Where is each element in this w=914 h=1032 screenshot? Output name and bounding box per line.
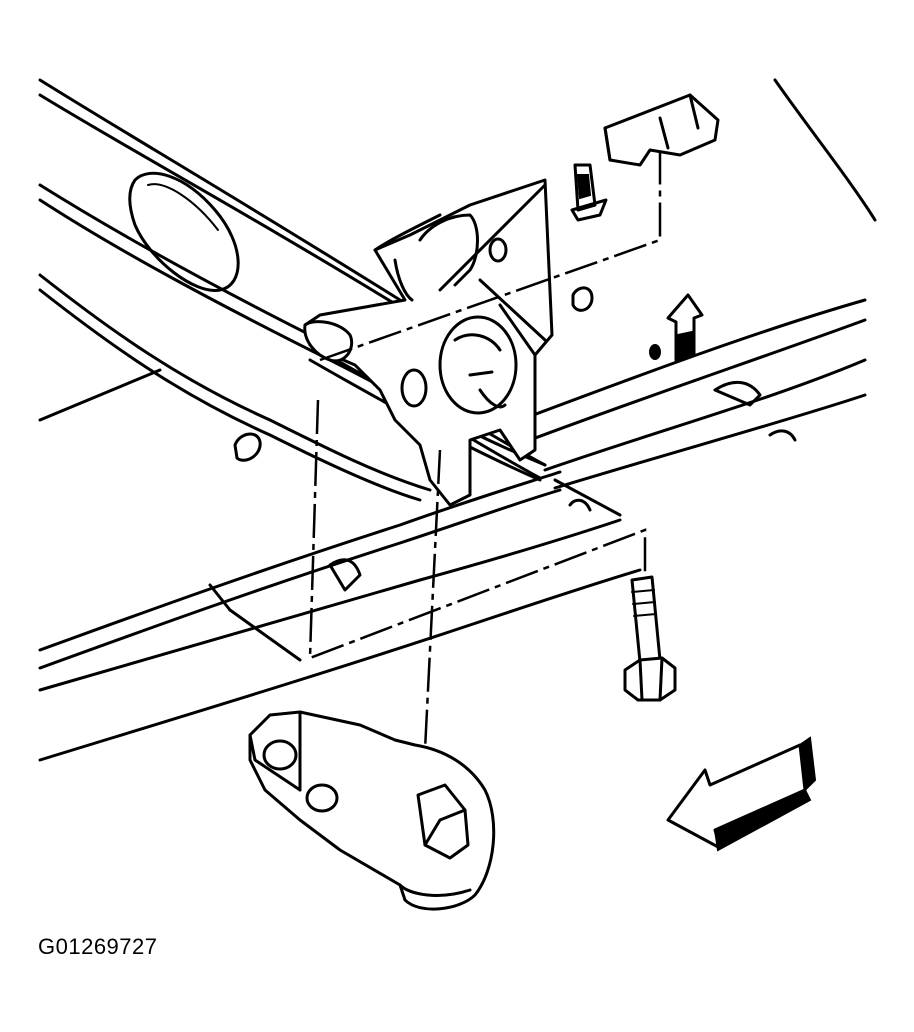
figure-id-label: G01269727 [38,934,158,959]
front-direction-arrow-icon [666,736,817,852]
alignment-lines [308,150,662,751]
adjuster-bracket [303,178,594,507]
retaining-bolt [623,575,677,702]
up-arrow-icon [649,293,704,362]
adjuster-arm [248,710,496,911]
crossmember [38,78,877,762]
clip [570,93,720,222]
